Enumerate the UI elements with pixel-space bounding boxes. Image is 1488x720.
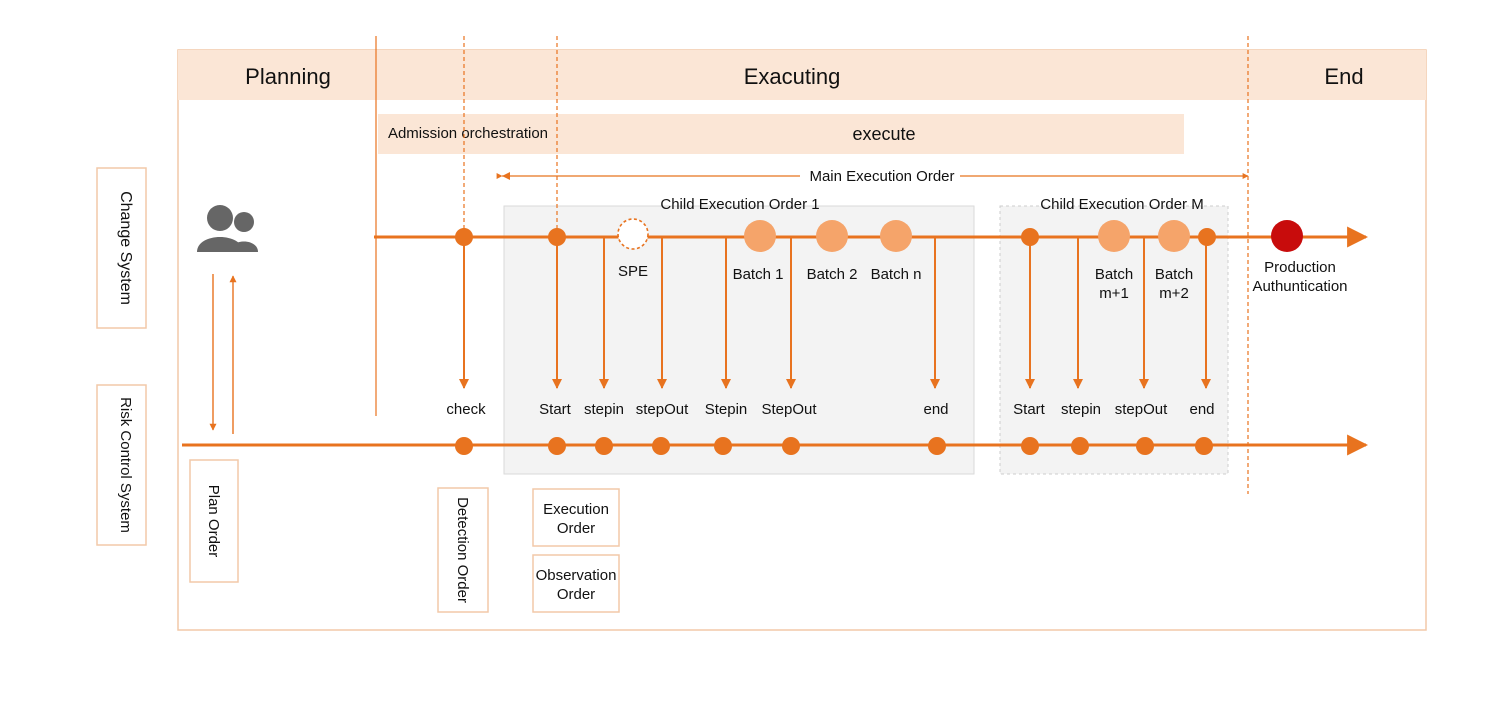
lane-change-box bbox=[96, 167, 147, 329]
execution-order-line1: Execution bbox=[543, 501, 609, 518]
label-production-line1: Production bbox=[1264, 259, 1336, 276]
node-start-1-bottom bbox=[548, 437, 566, 455]
node-batch-m2 bbox=[1158, 220, 1190, 252]
node-spe bbox=[617, 218, 649, 250]
main-order-label: Main Execution Order bbox=[809, 168, 954, 185]
label-check: check bbox=[446, 401, 486, 418]
lane-risk-box bbox=[96, 384, 147, 546]
child-order-m-label: Child Execution Order M bbox=[1040, 196, 1203, 213]
label-production-line2: Authuntication bbox=[1252, 278, 1347, 295]
detection-order-label: Detection Order bbox=[454, 497, 471, 603]
detection-order-box bbox=[437, 487, 489, 613]
label-stepout-1: stepOut bbox=[636, 401, 689, 418]
label-start-2: Start bbox=[1013, 401, 1046, 418]
phase-end: End bbox=[1324, 64, 1363, 89]
label-end-1: end bbox=[923, 401, 948, 418]
node-stepout-3-bottom bbox=[1136, 437, 1154, 455]
node-check-bottom bbox=[455, 437, 473, 455]
phase-planning: Planning bbox=[245, 64, 331, 89]
node-end-1-bottom bbox=[928, 437, 946, 455]
label-batch-1: Batch 1 bbox=[733, 266, 784, 283]
label-end-2: end bbox=[1189, 401, 1214, 418]
users-icon bbox=[197, 205, 258, 252]
execution-order-line2: Order bbox=[557, 520, 595, 537]
node-stepin-2-bottom bbox=[714, 437, 732, 455]
node-stepout-1-bottom bbox=[652, 437, 670, 455]
label-batch-m2-line1: Batch bbox=[1155, 266, 1193, 283]
node-batch-n bbox=[880, 220, 912, 252]
admission-label: Admission orchestration bbox=[388, 125, 548, 142]
phase-band bbox=[178, 50, 1426, 100]
node-stepin-1-bottom bbox=[595, 437, 613, 455]
execution-order-box bbox=[532, 488, 620, 547]
label-batch-m1-line1: Batch bbox=[1095, 266, 1133, 283]
node-batch-2 bbox=[816, 220, 848, 252]
node-stepin-3-bottom bbox=[1071, 437, 1089, 455]
node-stepout-2-bottom bbox=[782, 437, 800, 455]
lane-risk-label: Risk Control System bbox=[117, 397, 134, 533]
label-stepout-2: StepOut bbox=[761, 401, 817, 418]
phase-executing: Exacuting bbox=[744, 64, 841, 89]
node-end-2-top bbox=[1198, 228, 1216, 246]
label-batch-n: Batch n bbox=[871, 266, 922, 283]
node-batch-m1 bbox=[1098, 220, 1130, 252]
observation-order-box bbox=[532, 554, 620, 613]
label-stepout-3: stepOut bbox=[1115, 401, 1168, 418]
label-stepin-3: stepin bbox=[1061, 401, 1101, 418]
lane-change-label: Change System bbox=[117, 191, 134, 305]
node-start-2-bottom bbox=[1021, 437, 1039, 455]
plan-order-label: Plan Order bbox=[205, 485, 222, 558]
execute-bar bbox=[378, 114, 1184, 154]
main-order-arrowhead-left bbox=[502, 172, 510, 180]
observation-order-line2: Order bbox=[557, 586, 595, 603]
label-stepin-2: Stepin bbox=[705, 401, 748, 418]
child-order-1-label: Child Execution Order 1 bbox=[660, 196, 819, 213]
label-stepin-1: stepin bbox=[584, 401, 624, 418]
node-end-2-bottom bbox=[1195, 437, 1213, 455]
node-check-top bbox=[455, 228, 473, 246]
node-start-2-top bbox=[1021, 228, 1039, 246]
observation-order-line1: Observation bbox=[536, 567, 617, 584]
label-batch-m1-line2: m+1 bbox=[1099, 285, 1129, 302]
label-spe: SPE bbox=[618, 263, 648, 280]
node-start-top bbox=[548, 228, 566, 246]
label-batch-m2-line2: m+2 bbox=[1159, 285, 1189, 302]
label-batch-2: Batch 2 bbox=[807, 266, 858, 283]
label-start-1: Start bbox=[539, 401, 572, 418]
execute-label: execute bbox=[852, 124, 915, 144]
node-batch-1 bbox=[744, 220, 776, 252]
plan-order-box bbox=[189, 459, 239, 583]
node-production bbox=[1271, 220, 1303, 252]
